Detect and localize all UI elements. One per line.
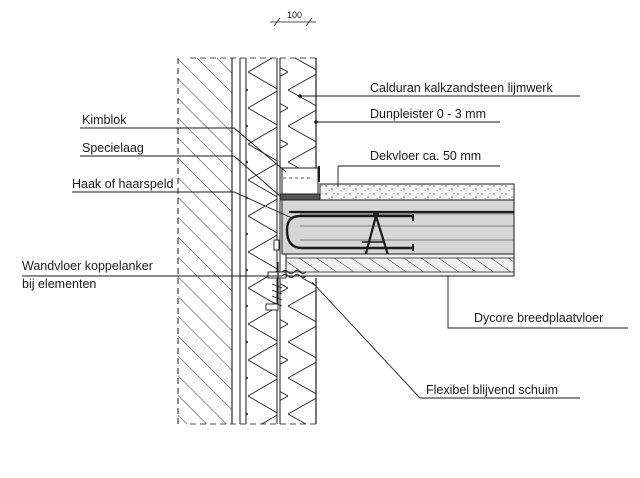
floor-slab [281, 199, 515, 255]
outer-wall-leaf [177, 58, 233, 424]
label-specielaag: Specielaag [82, 141, 144, 155]
label-schuim: Flexibel blijvend schuim [426, 383, 558, 397]
bottom-plate [285, 253, 515, 277]
label-calduran: Calduran kalkzandsteen lijmwerk [370, 81, 553, 95]
insulation-layer [246, 58, 278, 424]
label-dunpleister: Dunpleister 0 - 3 mm [370, 107, 486, 121]
flexible-foam [281, 270, 307, 278]
label-koppelanker-1: Wandvloer koppelanker [22, 259, 153, 273]
hook-rebar [285, 214, 414, 251]
wall-anchor [265, 239, 287, 311]
screed-layer [319, 183, 515, 201]
label-dycore: Dycore breedplaatvloer [474, 311, 603, 325]
label-kimblok: Kimblok [82, 113, 127, 127]
cavity-lines [239, 58, 247, 424]
dimension-value: 100 [287, 10, 302, 20]
kimblok-block [281, 166, 320, 195]
label-haak: Haak of haarspeld [72, 177, 174, 191]
mortar-bed [279, 193, 321, 201]
label-dekvloer: Dekvloer ca. 50 mm [370, 149, 481, 163]
label-koppelanker-2: bij elementen [22, 277, 96, 291]
inner-wall-leaf [190, 57, 317, 425]
leader-lines [22, 94, 628, 399]
dimension-marker: 100 [270, 10, 316, 27]
